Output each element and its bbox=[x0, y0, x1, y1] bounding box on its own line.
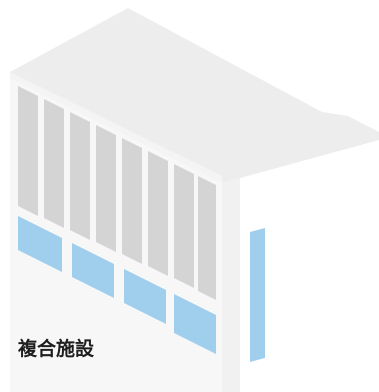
window-strip bbox=[148, 151, 168, 276]
window-strip bbox=[44, 99, 64, 228]
facility-type-label: 複合施設 bbox=[18, 338, 95, 360]
window-strip bbox=[198, 176, 216, 300]
right-facade-shade bbox=[222, 178, 240, 392]
ground-floor-panels bbox=[18, 216, 216, 354]
window-strip bbox=[70, 112, 90, 240]
window-strip bbox=[18, 86, 38, 216]
blue-panel bbox=[174, 294, 216, 354]
blue-panel bbox=[18, 216, 62, 272]
blue-panel bbox=[124, 269, 166, 324]
building-roof bbox=[10, 8, 379, 183]
window-strip bbox=[174, 164, 194, 288]
blue-panel bbox=[72, 243, 114, 298]
right-facade-blue-strip bbox=[250, 228, 265, 362]
building-right-facade bbox=[222, 140, 379, 392]
window-strips bbox=[18, 86, 216, 300]
window-strip bbox=[122, 138, 142, 264]
window-strip bbox=[96, 125, 116, 252]
